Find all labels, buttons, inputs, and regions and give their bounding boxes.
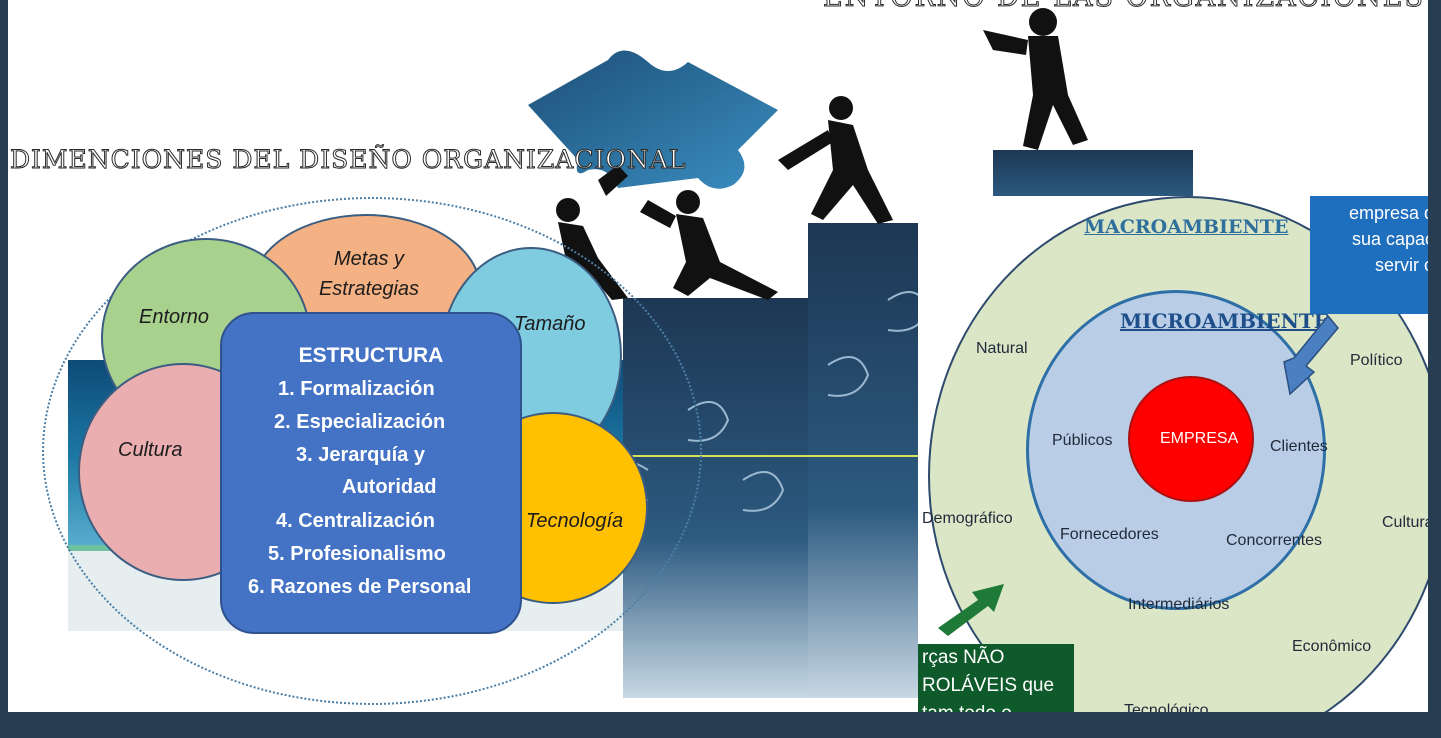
slide-canvas: ENTORNO DE LAS ORGANIZACIONES DIMENCIONE… <box>8 0 1428 712</box>
empresa-label: EMPRESA <box>1160 430 1239 447</box>
bubble-metas-label: Metas y Estrategias <box>318 248 420 300</box>
estructura-item: 6. Razones de Personal <box>248 576 472 598</box>
estructura-item: 4. Centralización <box>276 510 435 532</box>
blue-callout-line: empresa q <box>1348 203 1428 223</box>
label-intermediarios: Intermediários <box>1128 596 1230 613</box>
label-demografico: Demográfico <box>922 510 1013 527</box>
estructura-item: 1. Formalización <box>278 378 435 400</box>
estructura-item: 5. Profesionalismo <box>268 543 446 565</box>
green-callout-line: tam todo o <box>922 700 1074 712</box>
blue-arrow-icon <box>1283 314 1339 396</box>
entorno-title: ENTORNO DE LAS ORGANIZACIONES <box>823 0 1425 14</box>
label-publicos: Públicos <box>1052 432 1113 449</box>
empresa-circle <box>1128 376 1254 502</box>
estructura-box: ESTRUCTURA 1. Formalización 2. Especiali… <box>220 312 522 634</box>
microambiente-title: MICROAMBIENTE <box>1120 309 1330 333</box>
blue-callout-line: sua capac <box>1351 229 1428 249</box>
dimensions-ellipse <box>42 197 702 705</box>
blue-callout-line: servir o <box>1374 255 1428 275</box>
arrow-icons <box>938 314 1339 636</box>
bubble-entorno-label: Entorno <box>139 306 210 328</box>
label-clientes: Clientes <box>1270 438 1328 455</box>
estructura-item: 3. Jerarquía y <box>296 444 425 466</box>
dimensiones-title: DIMENCIONES DEL DISEÑO ORGANIZACIONAL <box>9 145 687 175</box>
label-concorrentes: Concorrentes <box>1226 532 1323 549</box>
bubble-tecnologia-label: Tecnología <box>526 510 624 532</box>
green-arrow-icon <box>938 584 1004 636</box>
green-callout-box: rças NÃO ROLÁVEIS que tam todo o <box>918 644 1074 712</box>
puzzle-piece-icon <box>528 50 778 189</box>
label-economico: Econômico <box>1292 638 1372 655</box>
environment-diagram: MACROAMBIENTE MICROAMBIENTE EMPRESA Públ… <box>918 196 1428 712</box>
estructura-item: Autoridad <box>342 476 437 498</box>
label-cultural: Cultura <box>1382 514 1428 531</box>
blue-callout-box: empresa q sua capac servir o <box>1310 196 1428 314</box>
label-natural: Natural <box>976 340 1028 357</box>
green-callout-line: rças NÃO <box>922 647 1005 668</box>
macroambiente-title: MACROAMBIENTE <box>1084 216 1289 238</box>
label-politico: Político <box>1350 352 1403 369</box>
green-callout-line: ROLÁVEIS que <box>922 675 1055 696</box>
bubble-tamano-label: Tamaño <box>514 313 586 335</box>
label-fornecedores: Fornecedores <box>1060 526 1159 543</box>
estructura-item: 2. Especialización <box>274 411 446 433</box>
estructura-title: ESTRUCTURA <box>298 344 444 367</box>
bubble-cultura-label: Cultura <box>118 439 183 461</box>
label-tecnologico: Tecnológico <box>1124 702 1209 712</box>
